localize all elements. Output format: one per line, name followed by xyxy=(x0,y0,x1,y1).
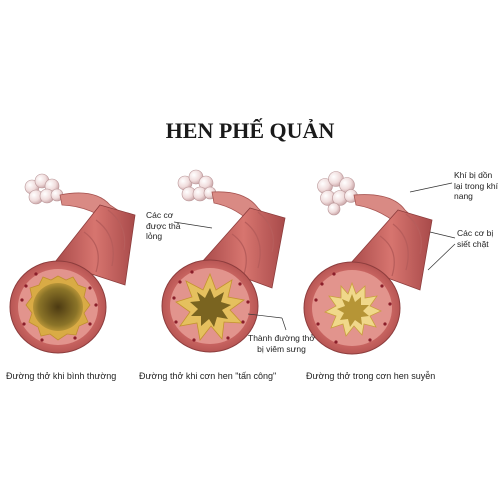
airway-normal xyxy=(9,173,136,354)
airway-asthma xyxy=(303,171,433,355)
airway-attack xyxy=(161,169,286,353)
alveoli-cluster-1 xyxy=(24,173,64,205)
page-title: HEN PHẾ QUẢN xyxy=(165,118,335,143)
label-line: được thả xyxy=(146,220,181,231)
label-line: lỏng xyxy=(146,231,163,241)
label-line: Các cơ bị xyxy=(457,228,494,238)
label-line: siết chặt xyxy=(457,238,489,249)
caption-normal: Đường thở khi bình thường xyxy=(6,371,117,381)
caption-asthma: Đường thở trong cơn hen suyễn xyxy=(306,371,436,381)
label-line: lại trong khí xyxy=(454,180,498,191)
leader-lines xyxy=(173,182,456,331)
caption-attack: Đường thở khi cơn hen "tấn công" xyxy=(139,371,277,381)
label-line: bị viêm sưng xyxy=(257,343,306,354)
label-air-trapped: Khí bị dồn lại trong khí nang xyxy=(454,170,498,202)
label-line: nang xyxy=(454,191,473,201)
label-line: Khí bị dồn xyxy=(454,170,493,180)
label-line: Các cơ xyxy=(146,210,174,220)
alveoli-cluster-3 xyxy=(317,171,358,216)
label-line: Thành đường thở xyxy=(248,333,315,343)
label-wall-inflamed: Thành đường thở bị viêm sưng xyxy=(248,333,315,354)
alveoli-cluster-2 xyxy=(177,169,217,202)
label-muscle-relaxed: Các cơ được thả lỏng xyxy=(146,210,180,242)
label-muscle-tightened: Các cơ bị siết chặt xyxy=(457,228,493,249)
